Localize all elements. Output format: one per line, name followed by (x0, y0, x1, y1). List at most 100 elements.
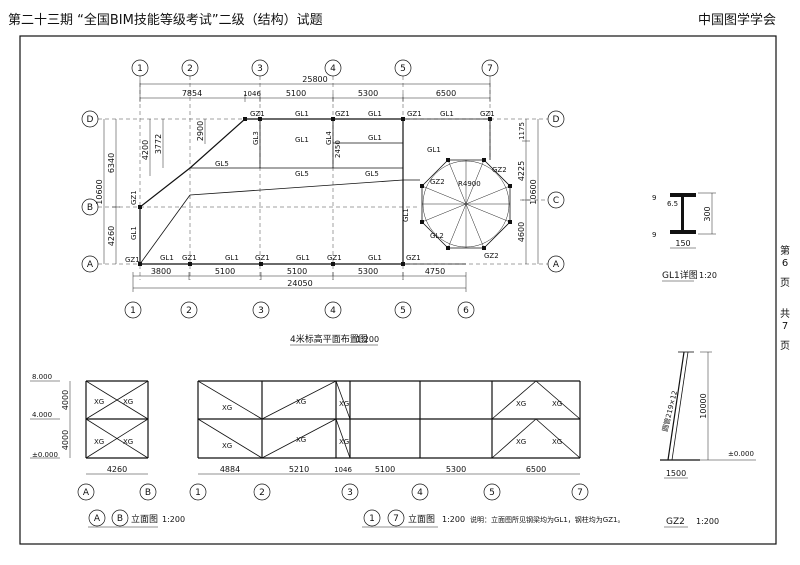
svg-text:GL1: GL1 (295, 110, 309, 118)
plan-bottom-grid-3: 3 (252, 301, 270, 319)
svg-text:GL1: GL1 (160, 254, 174, 262)
svg-text:300: 300 (703, 206, 712, 221)
elevation-a-b-scale: 1:200 (162, 515, 185, 524)
svg-text:9: 9 (652, 231, 656, 239)
svg-text:1175: 1175 (518, 122, 526, 140)
svg-text:GZ1: GZ1 (407, 110, 422, 118)
svg-text:XG: XG (339, 438, 349, 446)
svg-text:GZ1: GZ1 (130, 190, 138, 205)
total-pages: 7 (781, 321, 789, 332)
svg-text:1: 1 (137, 64, 143, 74)
svg-text:10000: 10000 (699, 393, 708, 418)
svg-text:4: 4 (330, 306, 336, 316)
svg-text:4260: 4260 (107, 465, 127, 474)
svg-text:GL1: GL1 (368, 254, 382, 262)
svg-text:4: 4 (417, 488, 423, 498)
gz2-scale: 1:200 (696, 517, 719, 526)
svg-text:A: A (87, 260, 94, 270)
svg-text:XG: XG (516, 400, 526, 408)
svg-text:GL5: GL5 (365, 170, 379, 178)
svg-text:B: B (87, 203, 93, 213)
plan-caption: 4米标高平面布置图 (290, 333, 368, 345)
svg-text:GZ2: GZ2 (484, 252, 499, 260)
svg-text:1500: 1500 (666, 469, 686, 478)
svg-text:D: D (87, 115, 94, 125)
plan-bottom-grid-1: 1 (124, 301, 142, 319)
svg-text:±0.000: ±0.000 (32, 451, 58, 459)
svg-text:GZ1: GZ1 (182, 254, 197, 262)
svg-text:4750: 4750 (425, 267, 445, 276)
svg-text:±0.000: ±0.000 (728, 450, 754, 458)
svg-text:GL5: GL5 (295, 170, 309, 178)
elevation-1-7-caption: 立面图 (408, 513, 435, 525)
svg-text:5300: 5300 (358, 267, 378, 276)
plan-bottom-grid-4: 4 (324, 301, 342, 319)
svg-text:A: A (83, 488, 90, 498)
page-no-label: 第 (780, 246, 790, 257)
svg-text:圆管219×12: 圆管219×12 (660, 389, 679, 432)
svg-text:5: 5 (400, 306, 406, 316)
svg-text:5100: 5100 (215, 267, 235, 276)
plan-framing (139, 118, 491, 265)
svg-text:4: 4 (330, 64, 336, 74)
svg-text:6: 6 (463, 306, 469, 316)
svg-text:2: 2 (259, 488, 265, 498)
svg-text:2900: 2900 (196, 121, 205, 141)
plan-scale: 1:200 (356, 335, 379, 344)
svg-text:GL1: GL1 (427, 146, 441, 154)
svg-text:GZ1: GZ1 (406, 254, 421, 262)
svg-text:GZ1: GZ1 (480, 110, 495, 118)
total-unit: 页 (780, 341, 790, 352)
plan-top-grid-4: 4 (324, 59, 342, 280)
svg-text:GL1: GL1 (296, 254, 310, 262)
svg-text:GZ1: GZ1 (327, 254, 342, 262)
svg-text:GZ1: GZ1 (250, 110, 265, 118)
svg-text:GL5: GL5 (215, 160, 229, 168)
svg-text:GL3: GL3 (252, 131, 260, 145)
svg-text:1: 1 (369, 514, 375, 524)
svg-text:7: 7 (577, 488, 583, 498)
svg-text:XG: XG (94, 438, 104, 446)
svg-text:1: 1 (130, 306, 136, 316)
svg-text:5100: 5100 (286, 89, 306, 98)
plan-left-dimensions: 10600 6340 4260 4200 3772 2900 (95, 119, 206, 264)
page-no: 6 (781, 258, 789, 269)
svg-text:5100: 5100 (375, 465, 395, 474)
svg-text:XG: XG (222, 442, 232, 450)
gl1-detail-scale: 1:20 (699, 271, 717, 280)
plan-right-grid-C: C (520, 191, 565, 209)
svg-text:2: 2 (186, 306, 192, 316)
svg-text:4884: 4884 (220, 465, 240, 474)
svg-text:5: 5 (489, 488, 495, 498)
page-unit: 页 (780, 278, 790, 289)
plan-bottom-grid-6: 6 (457, 301, 475, 319)
svg-text:1046: 1046 (243, 90, 261, 98)
svg-text:6.5: 6.5 (667, 200, 678, 208)
svg-text:XG: XG (516, 438, 526, 446)
gz2-caption: GZ2 (666, 517, 685, 527)
svg-text:3800: 3800 (151, 267, 171, 276)
svg-text:4225: 4225 (517, 161, 526, 181)
svg-text:GL1: GL1 (225, 254, 239, 262)
plan-member-labels: GZ1 GL1 GZ1 GL1 GZ1 GL1 GZ1 GL1 GZ1 GL1 … (125, 110, 507, 264)
svg-text:XG: XG (296, 398, 306, 406)
elevation-1-7: XG XG XG XG XG XG XG XG XG XG 4884 5210 … (189, 380, 624, 528)
organization-name: 中国图学学会 (697, 13, 776, 28)
svg-text:3: 3 (257, 64, 263, 74)
plan-view: 1 2 3 4 5 7 1 2 3 4 5 6 D B A D C A 2580… (81, 59, 565, 346)
svg-text:C: C (553, 196, 559, 206)
svg-text:XG: XG (123, 398, 133, 406)
svg-text:R4900: R4900 (458, 180, 481, 188)
sheet-title: 第二十三期 “全国BIM技能等级考试”二级（结构）试题 (8, 13, 323, 28)
svg-text:XG: XG (123, 438, 133, 446)
elevation-1-7-note: 说明：立面图所见钢梁均为GL1，钢柱均为GZ1。 (470, 515, 624, 524)
svg-text:4260: 4260 (107, 226, 116, 246)
elevation-a-b-caption: 立面图 (131, 513, 158, 525)
plan-top-grid-2: 2 (181, 59, 199, 280)
svg-text:XG: XG (94, 398, 104, 406)
svg-text:GL2: GL2 (430, 232, 444, 240)
svg-text:6340: 6340 (107, 153, 116, 173)
svg-text:24050: 24050 (287, 279, 312, 288)
svg-text:GZ1: GZ1 (335, 110, 350, 118)
